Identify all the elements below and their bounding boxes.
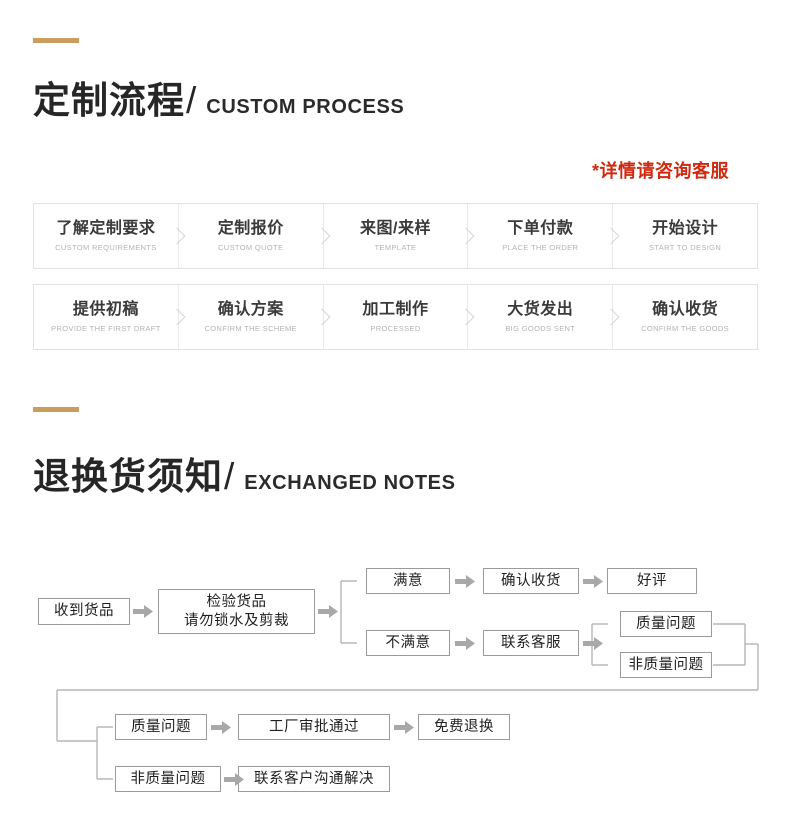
process-step-label-cn: 提供初稿 xyxy=(72,300,139,318)
process-step-label-en: PLACE THE ORDER xyxy=(502,243,579,253)
section-title-cn: 定制流程 xyxy=(33,80,185,121)
section-title-cn: 退换货须知 xyxy=(33,456,223,497)
process-step-3: 来图/来样 TEMPLATE xyxy=(322,204,468,268)
process-step-label-cn: 了解定制要求 xyxy=(56,219,156,237)
process-step-label-en: PROVIDE THE FIRST DRAFT xyxy=(51,324,161,334)
page-title-exchanged-notes: 退换货须知 / EXCHANGED NOTES xyxy=(33,458,456,495)
flow-node-quality-issue-2: 质量问题 xyxy=(115,714,207,740)
arrow-icon-service-to-issues xyxy=(583,637,603,650)
title-slash: / xyxy=(186,80,197,121)
process-step-label-cn: 下单付款 xyxy=(507,219,574,237)
flow-node-received: 收到货品 xyxy=(38,598,130,625)
arrow-icon-received-to-inspect xyxy=(133,605,153,618)
section-title-en: CUSTOM PROCESS xyxy=(206,96,405,118)
process-step-label-en: CONFIRM THE GOODS xyxy=(641,324,730,334)
accent-bar-exchanged-notes xyxy=(33,407,79,412)
arrow-icon-inspect-to-branch xyxy=(318,605,338,618)
flow-node-nonquality-issue: 非质量问题 xyxy=(620,652,712,678)
process-step-2: 定制报价 CUSTOM QUOTE xyxy=(177,204,323,268)
flow-node-factory-approved: 工厂审批通过 xyxy=(238,714,390,740)
flow-node-inspect: 检验货品 请勿锁水及剪裁 xyxy=(158,589,315,634)
page-title-custom-process: 定制流程 / CUSTOM PROCESS xyxy=(33,82,404,119)
process-step-4: 下单付款 PLACE THE ORDER xyxy=(467,204,612,268)
flow-node-satisfied: 满意 xyxy=(366,568,450,594)
process-step-label-cn: 确认收货 xyxy=(652,300,719,318)
process-step-9: 大货发出 BIG GOODS SENT xyxy=(467,285,612,349)
process-step-label-cn: 来图/来样 xyxy=(360,219,431,237)
process-step-label-en: CUSTOM REQUIREMENTS xyxy=(55,243,157,253)
process-step-label-cn: 定制报价 xyxy=(217,219,284,237)
process-step-7: 确认方案 CONFIRM THE SCHEME xyxy=(177,285,323,349)
process-step-6: 提供初稿 PROVIDE THE FIRST DRAFT xyxy=(34,285,178,349)
accent-bar-custom-process xyxy=(33,38,79,43)
customer-service-note: *详情请咨询客服 xyxy=(592,161,730,181)
process-row-2: 提供初稿 PROVIDE THE FIRST DRAFT 确认方案 CONFIR… xyxy=(33,284,758,350)
process-step-1: 了解定制要求 CUSTOM REQUIREMENTS xyxy=(34,204,178,268)
arrow-icon-unsatisfied-to-service xyxy=(455,637,475,650)
flow-node-inspect-line2: 请勿锁水及剪裁 xyxy=(184,612,289,629)
process-step-label-en: PROCESSED xyxy=(370,324,421,334)
flow-node-confirm-receipt: 确认收货 xyxy=(483,568,579,594)
process-step-label-en: CUSTOM QUOTE xyxy=(218,243,284,253)
process-step-label-en: BIG GOODS SENT xyxy=(505,324,576,334)
process-step-label-cn: 确认方案 xyxy=(217,300,284,318)
flow-node-contact-resolve: 联系客户沟通解决 xyxy=(238,766,390,792)
arrow-icon-quality-to-factory xyxy=(211,721,231,734)
arrow-icon-factory-to-exchange xyxy=(394,721,414,734)
flow-node-inspect-line1: 检验货品 xyxy=(206,593,267,610)
process-step-label-en: TEMPLATE xyxy=(374,243,417,253)
process-step-label-en: START TO DESIGN xyxy=(649,243,722,253)
process-step-label-cn: 开始设计 xyxy=(652,219,719,237)
process-step-8: 加工制作 PROCESSED xyxy=(322,285,468,349)
arrow-icon-nonquality-to-resolve xyxy=(224,773,244,786)
flow-node-unsatisfied: 不满意 xyxy=(366,630,450,656)
arrow-icon-satisfied-to-confirm xyxy=(455,575,475,588)
flow-node-quality-issue: 质量问题 xyxy=(620,611,712,637)
process-step-10: 确认收货 CONFIRM THE GOODS xyxy=(612,285,757,349)
flow-node-nonquality-2: 非质量问题 xyxy=(115,766,221,792)
flow-node-free-exchange: 免费退换 xyxy=(418,714,510,740)
process-step-5: 开始设计 START TO DESIGN xyxy=(612,204,757,268)
section-title-en: EXCHANGED NOTES xyxy=(244,472,456,494)
flow-node-contact-service: 联系客服 xyxy=(483,630,579,656)
flow-node-good-review: 好评 xyxy=(607,568,697,594)
arrow-icon-confirm-to-review xyxy=(583,575,603,588)
title-slash: / xyxy=(224,456,235,497)
process-step-label-cn: 加工制作 xyxy=(362,300,429,318)
process-row-1: 了解定制要求 CUSTOM REQUIREMENTS 定制报价 CUSTOM Q… xyxy=(33,203,758,269)
process-step-label-en: CONFIRM THE SCHEME xyxy=(204,324,297,334)
process-step-label-cn: 大货发出 xyxy=(507,300,574,318)
